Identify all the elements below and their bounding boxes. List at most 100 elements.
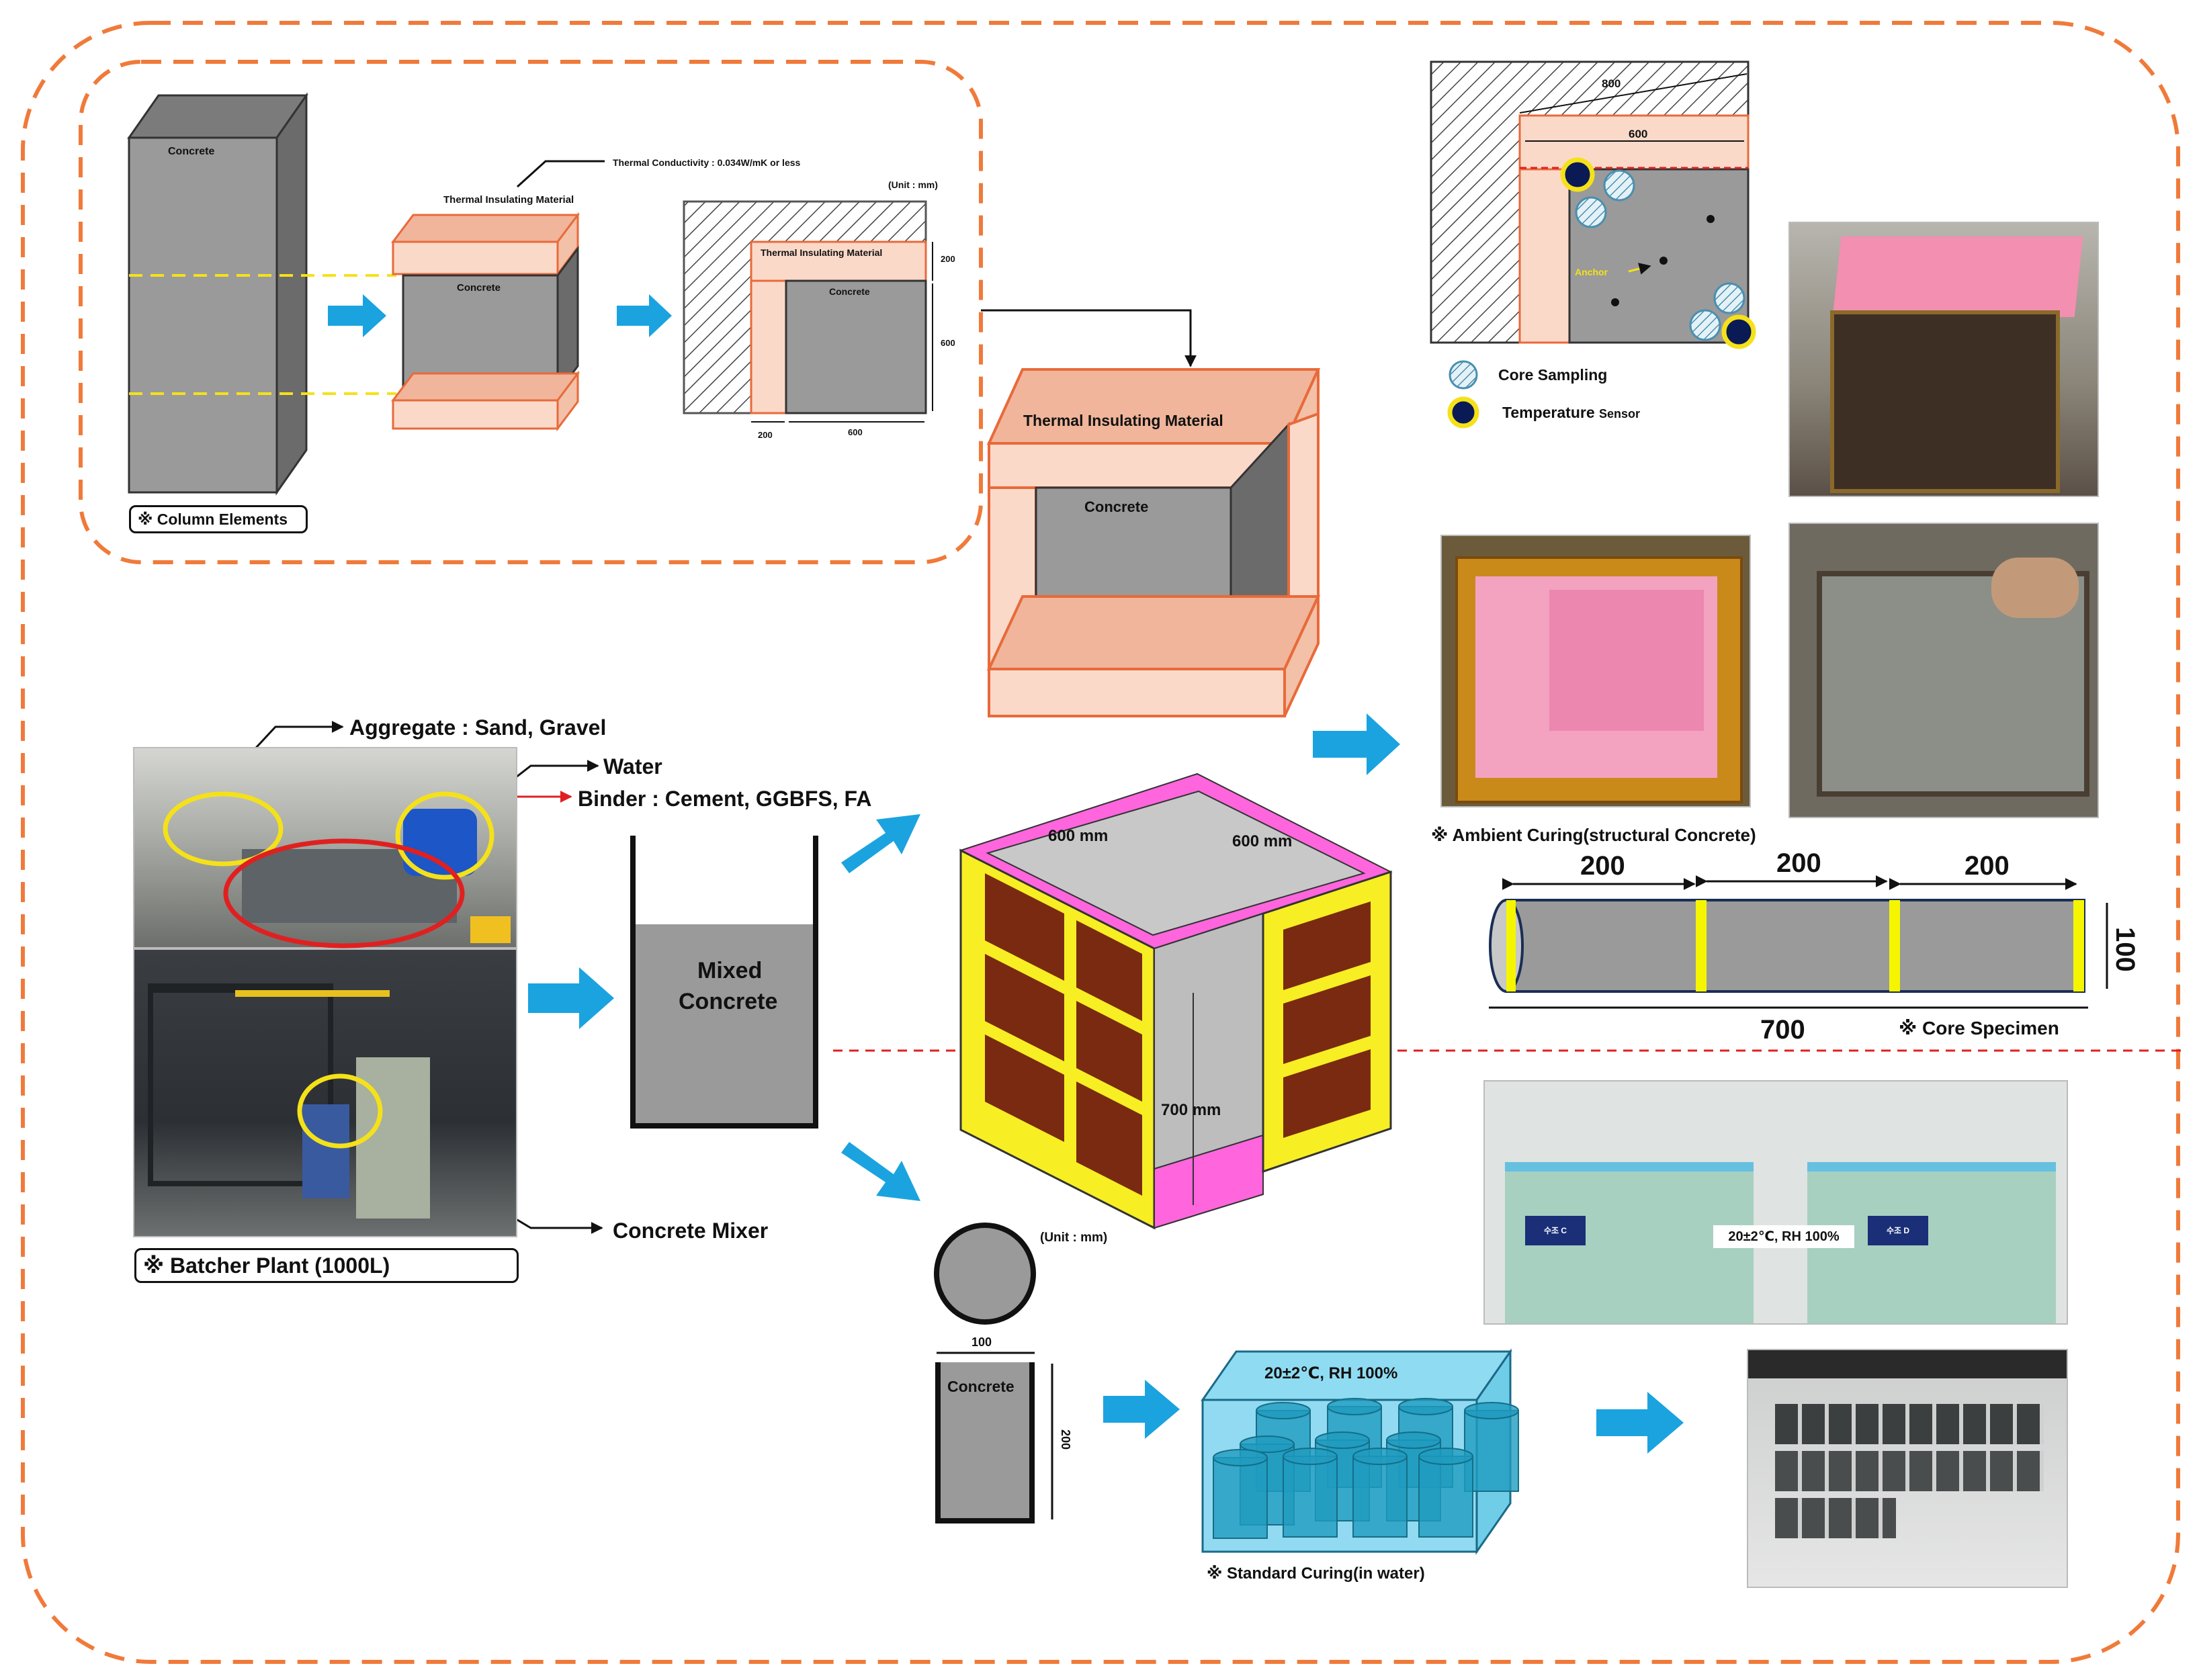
core-total: 700 — [1760, 1015, 1805, 1045]
ambient-caption: ※ Ambient Curing(structural Concrete) — [1431, 825, 1756, 845]
batcher-caption: ※ Batcher Plant (1000L) — [134, 1248, 519, 1283]
core-seg1: 200 — [1580, 851, 1625, 881]
photo-mixer — [302, 1104, 349, 1198]
label-water: Water — [603, 754, 662, 779]
water-tank — [1201, 1348, 1519, 1555]
anchor-label: Anchor — [1575, 267, 1608, 277]
outer-dashed-border — [21, 21, 2180, 1664]
anchor-pointer — [1628, 263, 1651, 275]
cylinder-dia: 100 — [972, 1335, 992, 1349]
tank-condition: 20±2℃, RH 100% — [1264, 1364, 1397, 1382]
connector-section-to-box — [981, 309, 1197, 367]
arrow-segment-to-section — [617, 294, 672, 337]
dim-line-800 — [1519, 73, 1747, 114]
mixed-line1: Mixed — [697, 958, 762, 983]
column-elements-caption: ※ Column Elements — [129, 505, 308, 533]
photo-specimen-row-2 — [1775, 1451, 2044, 1491]
column-unit-note: (Unit : mm) — [888, 179, 938, 190]
photo-ambient-casting — [1788, 523, 2099, 818]
core-sample-marker-2 — [1575, 196, 1607, 228]
core-specimen-drawing — [1489, 899, 2085, 993]
photo-form-body — [1830, 310, 2060, 493]
mixed-concrete-container — [630, 836, 818, 1129]
core-sample-marker-4 — [1689, 309, 1721, 341]
arrow-tank-to-specimens — [1596, 1392, 1684, 1454]
cube-dim-height: 700 mm — [1161, 1101, 1221, 1119]
core-sample-marker-3 — [1713, 282, 1745, 314]
legend-core-label: Core Sampling — [1498, 366, 1607, 384]
box-insulation-label: Thermal Insulating Material — [1023, 412, 1223, 429]
core-seg2: 200 — [1776, 848, 1821, 878]
photo-box-inner — [1549, 590, 1704, 731]
plan-view — [1430, 60, 1750, 344]
insulated-box-3d — [986, 368, 1321, 717]
cylinder-top-view — [934, 1223, 1036, 1325]
section-concrete-label: Concrete — [829, 286, 870, 297]
label-aggregate: Aggregate : Sand, Gravel — [349, 715, 606, 740]
photo-specimen-row-1 — [1775, 1404, 2044, 1444]
cylinder-height: 200 — [1059, 1429, 1072, 1450]
legend-core-icon — [1449, 360, 1478, 390]
dim-200-top: 200 — [941, 254, 955, 264]
photo-sign-c: 수조 C — [1525, 1216, 1586, 1245]
label-binder: Binder : Cement, GGBFS, FA — [578, 787, 871, 811]
core-sample-marker-1 — [1603, 169, 1635, 202]
standard-caption: ※ Standard Curing(in water) — [1207, 1564, 1425, 1583]
temp-sensor-marker-1 — [1560, 157, 1595, 192]
cylinder-label: Concrete — [947, 1378, 1015, 1395]
arrow-mixed-to-cylinder — [841, 1142, 920, 1201]
dim-600-side: 600 — [941, 338, 955, 348]
cube-dim-front: 600 mm — [1048, 827, 1108, 845]
arrow-mixed-to-cube — [841, 814, 920, 873]
segment-3d — [391, 212, 580, 432]
photo-ambient-box — [1440, 535, 1751, 807]
section-insulation-label: Thermal Insulating Material — [761, 247, 882, 258]
photo-sign-c-text: 수조 C — [1543, 1226, 1567, 1235]
photo-sign-d: 수조 D — [1868, 1216, 1928, 1245]
cube-dim-side: 600 mm — [1232, 832, 1292, 850]
segment-concrete-label: Concrete — [457, 282, 501, 294]
mixed-line2: Concrete — [679, 989, 777, 1014]
photo-sign-d-text: 수조 D — [1886, 1226, 1910, 1235]
cylinder-unit-note: (Unit : mm) — [1040, 1231, 1107, 1245]
dim-800: 800 — [1602, 77, 1621, 90]
column-section-dashed-border — [79, 60, 983, 564]
conductivity-note: Thermal Conductivity : 0.034W/mK or less — [613, 157, 801, 168]
photo-batcher-top — [133, 747, 517, 948]
formwork-cube — [959, 772, 1393, 1230]
conductivity-leader — [516, 160, 605, 188]
arrow-plant-to-mixed — [528, 967, 614, 1029]
photo-casting-hand — [1991, 558, 2079, 618]
photo-curing-tanks: 수조 C 수조 D 20±2℃, RH 100% — [1483, 1080, 2068, 1325]
core-dia: 100 — [2110, 927, 2140, 972]
arrow-column-to-segment — [328, 294, 386, 337]
dim-600-plan: 600 — [1629, 128, 1647, 140]
photo-door-light — [356, 1057, 430, 1219]
dim-600-bottom: 600 — [848, 427, 863, 437]
legend-temp-icon — [1447, 396, 1479, 429]
photo-water-tank — [403, 809, 477, 876]
column-3d — [127, 92, 308, 496]
arrow-box-to-ambient — [1313, 713, 1400, 775]
segment-insulation-label: Thermal Insulating Material — [443, 194, 574, 206]
label-mixer: Concrete Mixer — [613, 1219, 768, 1243]
column-concrete-label: Concrete — [168, 146, 214, 157]
photo-batcher-bottom — [133, 948, 517, 1237]
section-view — [683, 200, 927, 414]
photo-specimen-row-3 — [1775, 1498, 1896, 1538]
photo-cured-specimens — [1747, 1349, 2068, 1588]
core-seg3: 200 — [1965, 851, 2010, 881]
temp-sensor-marker-2 — [1721, 314, 1756, 349]
cylinder-side-view — [935, 1362, 1035, 1523]
core-caption: ※ Core Specimen — [1899, 1018, 2059, 1038]
box-concrete-label: Concrete — [1084, 498, 1148, 515]
photo-pink-insulation — [1832, 236, 2083, 317]
legend-temp-label: Temperature Sensor — [1502, 404, 1640, 421]
photo-yellow-railing — [235, 990, 390, 997]
arrow-cylinder-to-tank — [1103, 1380, 1180, 1439]
photo-condition-label: 20±2℃, RH 100% — [1713, 1225, 1854, 1248]
dim-200-bottom: 200 — [758, 430, 773, 440]
photo-insulated-form — [1788, 222, 2099, 497]
photo-yellow-rail — [470, 916, 511, 943]
